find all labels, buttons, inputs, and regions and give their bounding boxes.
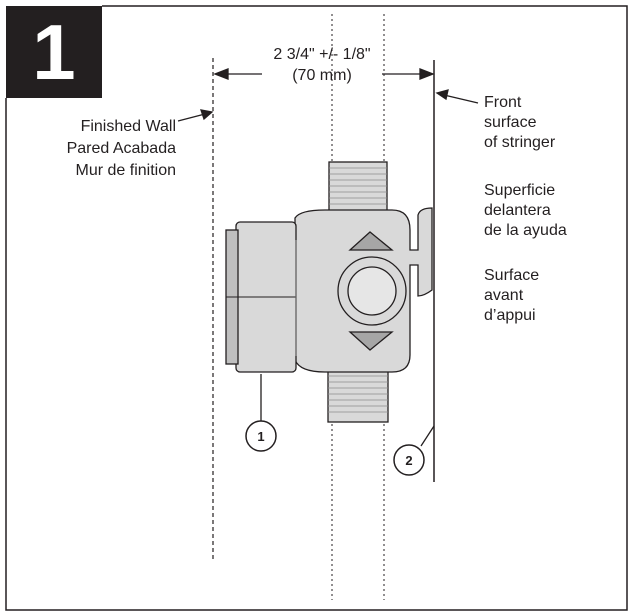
callout-1-number: 1	[257, 429, 264, 444]
dimension-imperial: 2 3/4" +/- 1/8"	[273, 46, 371, 63]
stringer-label-en-3: of stringer	[484, 134, 556, 151]
stringer-label-es-1: Superficie	[484, 182, 556, 199]
finished-wall-label-fr: Mur de finition	[75, 162, 177, 179]
stringer-leader	[435, 89, 479, 104]
step-number-badge: 1	[6, 6, 102, 98]
finished-wall-label-es: Pared Acabada	[66, 140, 176, 157]
stringer-label-fr-2: avant	[484, 287, 524, 304]
stringer-label-fr-3: d’appui	[484, 307, 536, 324]
valve-body-drawing	[225, 161, 433, 423]
dimension-metric: (70 mm)	[292, 67, 352, 84]
finished-wall-label-en: Finished Wall	[80, 118, 176, 135]
callout-2-leader	[420, 425, 435, 447]
callout-2-circle	[393, 444, 425, 476]
stringer-label-fr-1: Surface	[484, 267, 540, 284]
dimension-arrow	[213, 68, 435, 80]
callout-2-number: 2	[405, 453, 412, 468]
stringer-label-es-3: de la ayuda	[484, 222, 567, 239]
stringer-label-en-1: Front	[484, 94, 522, 111]
stringer-label-es-2: delantera	[484, 202, 551, 219]
finished-wall-leader	[177, 109, 214, 122]
stringer-label-en-2: surface	[484, 114, 537, 131]
callout-1-circle	[245, 420, 277, 452]
panel-border	[5, 5, 628, 611]
